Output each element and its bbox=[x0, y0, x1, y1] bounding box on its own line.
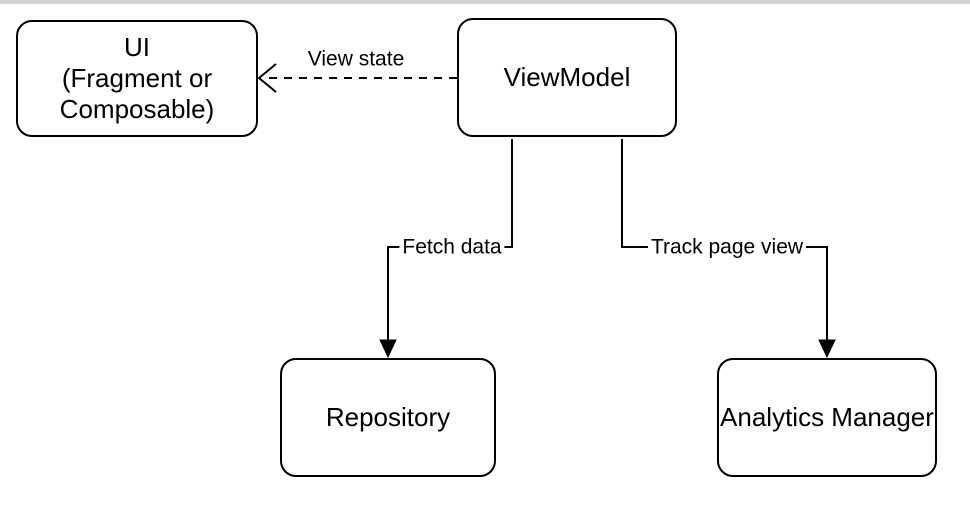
node-viewmodel[interactable]: ViewModel bbox=[457, 18, 677, 137]
edge-label-track-page-view: Track page view bbox=[647, 234, 807, 260]
node-analytics-manager-label: Analytics Manager bbox=[720, 402, 934, 433]
open-arrowhead-icon bbox=[257, 63, 277, 93]
edge-label-fetch-data: Fetch data bbox=[399, 234, 505, 260]
node-analytics-manager[interactable]: Analytics Manager bbox=[717, 358, 937, 477]
node-ui-label: UI (Fragment or Composable) bbox=[59, 32, 215, 124]
node-viewmodel-label: ViewModel bbox=[503, 62, 631, 93]
node-repository[interactable]: Repository bbox=[280, 358, 496, 477]
filled-arrowhead-icon bbox=[818, 339, 836, 359]
node-ui[interactable]: UI (Fragment or Composable) bbox=[16, 20, 258, 137]
top-toolbar-edge bbox=[0, 0, 970, 4]
node-repository-label: Repository bbox=[325, 402, 451, 433]
edge-label-view-state: View state bbox=[307, 47, 405, 71]
filled-arrowhead-icon bbox=[379, 339, 397, 359]
